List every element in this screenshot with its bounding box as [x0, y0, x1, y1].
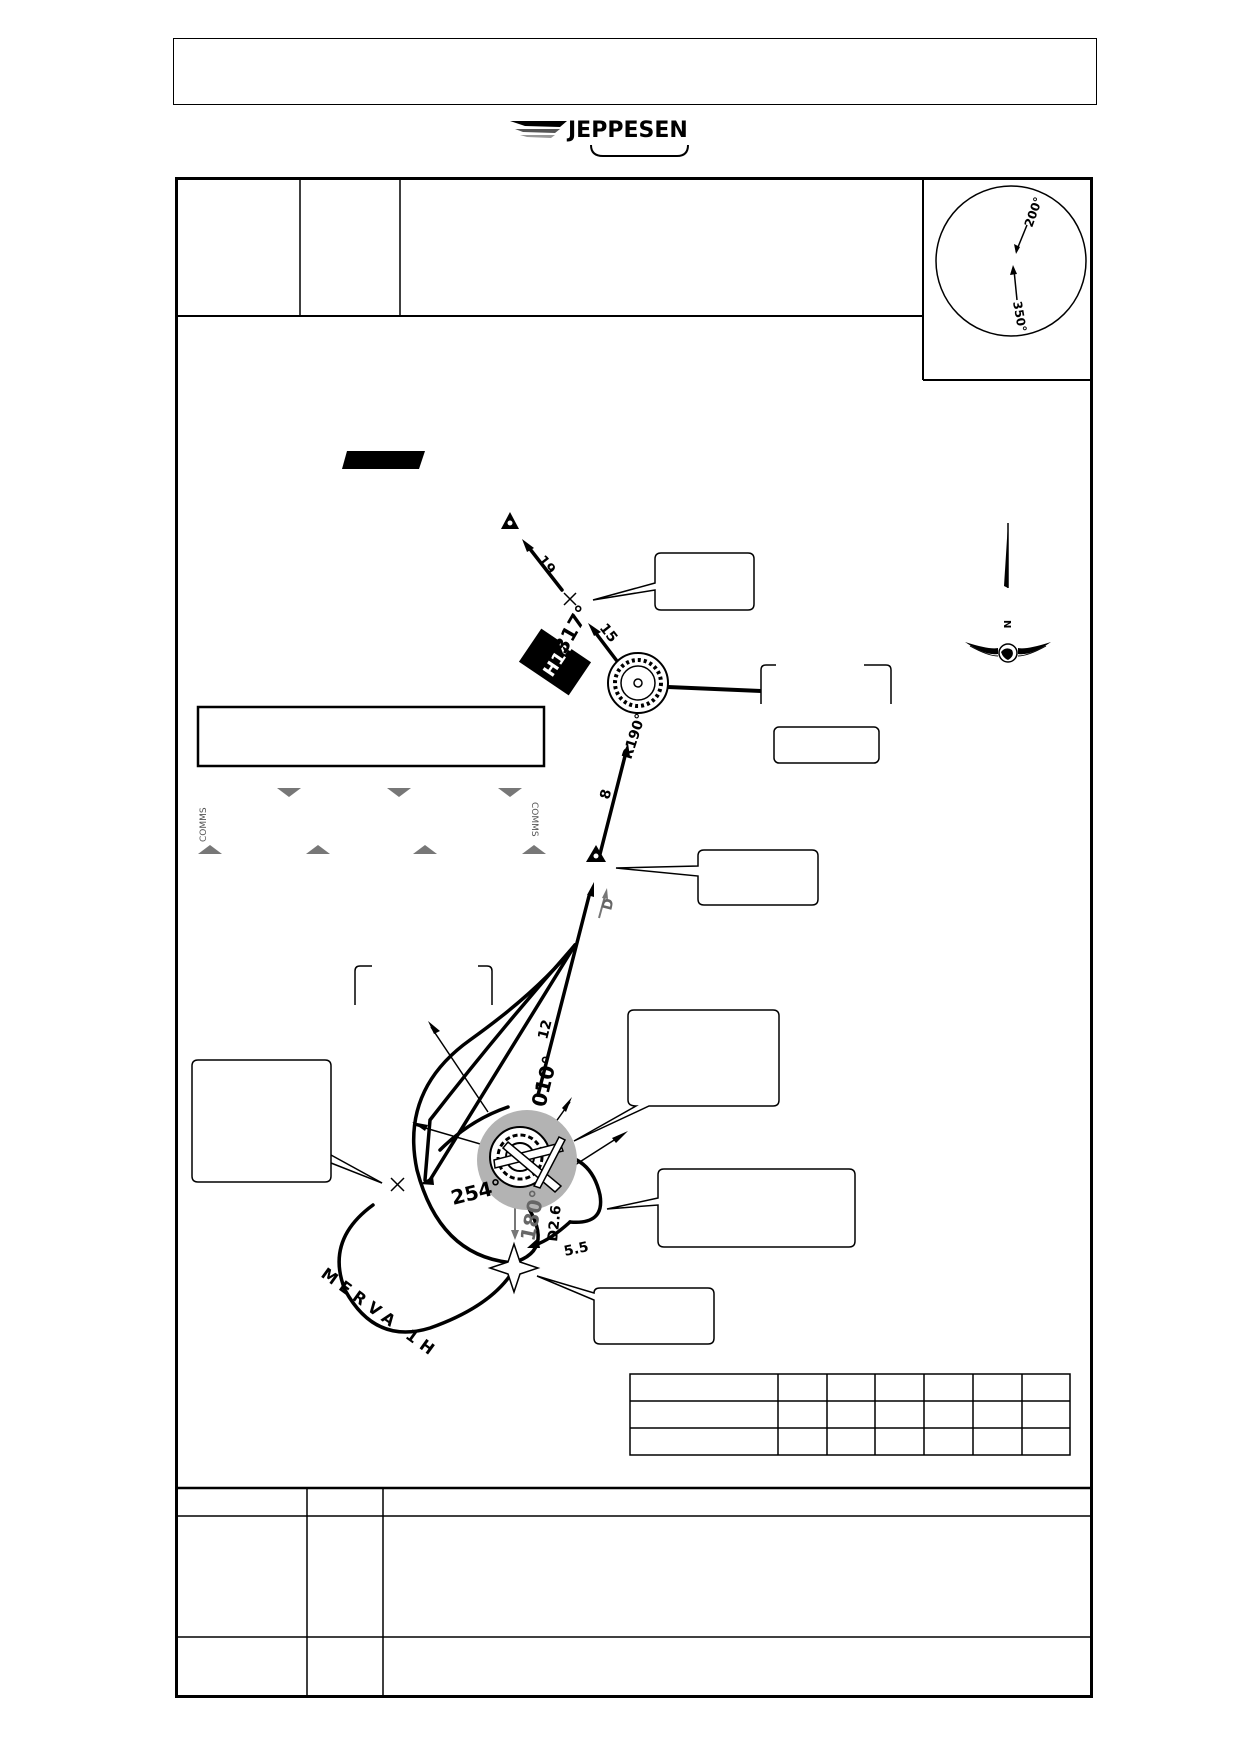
airway-badge	[518, 628, 592, 696]
comms-marker-up	[198, 845, 222, 854]
waypoint-triangle-d	[586, 845, 606, 862]
variation-heading-200: 200°	[1022, 195, 1046, 229]
route-lines	[337, 539, 630, 1334]
course-254: 254°	[448, 1174, 504, 1210]
leg-distance-15: 15	[596, 621, 621, 646]
callout-bracket	[354, 965, 493, 1005]
brand-name: JEPPESEN	[566, 118, 688, 143]
label-bar	[342, 451, 425, 469]
notes-grid	[176, 1486, 1093, 1698]
magnetic-variation-circle: 200° 350°	[935, 185, 1087, 337]
radial-label: R190°	[620, 712, 650, 762]
comms-marker-down	[387, 788, 411, 797]
callout-hold-west	[191, 1059, 383, 1184]
callout-waypoint-nw	[592, 552, 755, 611]
north-arrow: N	[1001, 523, 1012, 628]
iaf-star-icon	[487, 1241, 541, 1295]
jeppesen-logo: JEPPESEN	[505, 115, 720, 175]
comms-label-left: COMMS	[199, 807, 209, 842]
leg-distance-5-5: 5.5	[563, 1239, 591, 1260]
airport-symbol	[477, 1110, 577, 1210]
waypoint-triangle-nw	[501, 512, 519, 529]
dme-distance: D2.6	[545, 1205, 565, 1243]
altitude-table	[629, 1373, 1071, 1456]
comms-marker-down	[277, 788, 301, 797]
callout-iaf	[536, 1275, 715, 1345]
course-317: 317°	[549, 601, 596, 658]
leg-distance-8: 8	[597, 788, 615, 801]
leg-distance-12: 12	[535, 1018, 555, 1041]
variation-heading-350: 350°	[1010, 300, 1029, 333]
comms-marker-down	[498, 788, 522, 797]
chart-frame	[175, 177, 1093, 1698]
comms-band: COMMS COMMS	[198, 788, 546, 854]
frequency-box	[196, 705, 546, 768]
callout-airport	[573, 1009, 780, 1142]
top-title-box	[173, 38, 1097, 105]
north-label: N	[1001, 620, 1012, 628]
comms-label-right: COMMS	[529, 802, 539, 837]
waypoint-cross-west	[390, 1177, 405, 1192]
waypoint-cross-nw	[563, 592, 577, 606]
comms-marker-up	[522, 845, 546, 854]
course-010: 010°	[527, 1053, 563, 1109]
compass-globe-icon	[965, 642, 1051, 663]
header-grid	[176, 178, 1093, 381]
callout-vor	[668, 664, 892, 764]
callout-fix-d	[615, 849, 819, 906]
callout-hold-east	[606, 1168, 856, 1248]
comms-marker-up	[306, 845, 330, 854]
procedure-name: MERVA 1H	[318, 1264, 443, 1362]
dme-marker-label: D	[599, 897, 617, 912]
vor-symbol	[607, 652, 669, 714]
comms-marker-up	[413, 845, 437, 854]
